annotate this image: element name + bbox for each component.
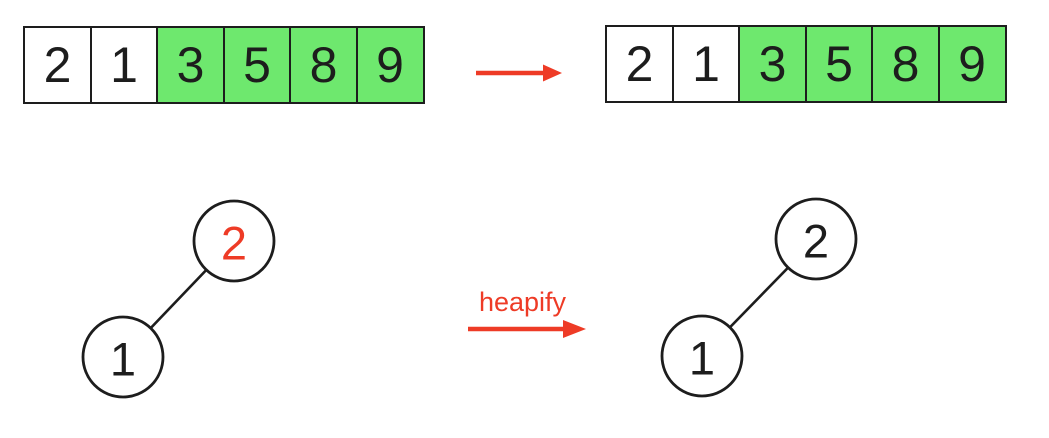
binary-tree-after: 2 1 xyxy=(660,197,858,398)
tree-node-root-label: 2 xyxy=(221,217,247,270)
array-cell: 1 xyxy=(89,26,159,104)
arrow-head xyxy=(563,320,586,338)
array-cell: 2 xyxy=(605,25,674,103)
tree-node-child-label: 1 xyxy=(110,333,136,386)
array-cell: 2 xyxy=(23,26,92,104)
heapify-label: heapify xyxy=(478,287,567,317)
tree-node-child xyxy=(81,315,165,399)
binary-tree-before: 2 1 xyxy=(81,199,276,399)
tree-node-root xyxy=(192,199,276,283)
arrow-right-icon xyxy=(476,64,562,82)
array-cell: 3 xyxy=(738,25,807,103)
array-cell: 9 xyxy=(937,25,1007,103)
tree-node-child xyxy=(660,314,744,398)
array-cell: 9 xyxy=(355,26,425,104)
tree-node-root-label: 2 xyxy=(803,215,829,268)
array-cell: 1 xyxy=(671,25,741,103)
array-before: 2 1 3 5 8 9 xyxy=(23,26,425,104)
array-cell: 5 xyxy=(804,25,874,103)
tree-node-root xyxy=(774,197,858,281)
tree-node-child-label: 1 xyxy=(689,332,715,385)
array-after: 2 1 3 5 8 9 xyxy=(605,25,1007,103)
array-cell: 8 xyxy=(289,26,358,104)
array-cell: 5 xyxy=(222,26,292,104)
heapify-arrow-icon xyxy=(468,320,586,338)
array-cell: 3 xyxy=(156,26,225,104)
array-cell: 8 xyxy=(871,25,940,103)
arrow-head xyxy=(543,64,562,82)
